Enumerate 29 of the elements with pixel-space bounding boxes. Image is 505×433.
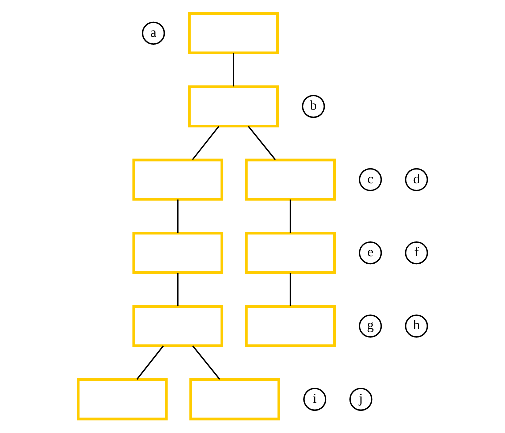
node-box <box>244 305 336 348</box>
connector <box>289 200 291 234</box>
node-circle: g <box>358 314 382 338</box>
node-circle: h <box>404 314 428 338</box>
node-box <box>244 158 336 201</box>
node-circle: j <box>349 388 372 412</box>
node-circle: b <box>302 95 325 118</box>
node-circle: a <box>142 22 165 45</box>
node-box <box>132 305 223 348</box>
node-circle: f <box>404 242 428 265</box>
connector <box>248 126 276 160</box>
connector <box>192 346 220 380</box>
node-box <box>189 378 280 421</box>
node-circle: i <box>303 388 326 412</box>
connector <box>136 346 164 380</box>
node-circle: c <box>358 168 382 192</box>
connector <box>176 273 178 306</box>
connector <box>232 53 234 87</box>
node-circle: e <box>358 242 382 265</box>
node-box <box>244 232 336 274</box>
node-circle: d <box>404 168 428 192</box>
node-box <box>188 86 279 128</box>
connector <box>176 200 178 234</box>
connector <box>289 273 291 306</box>
node-box <box>188 12 279 54</box>
connector <box>192 126 220 160</box>
node-box <box>132 158 223 201</box>
node-box <box>76 378 168 421</box>
node-box <box>132 232 223 274</box>
